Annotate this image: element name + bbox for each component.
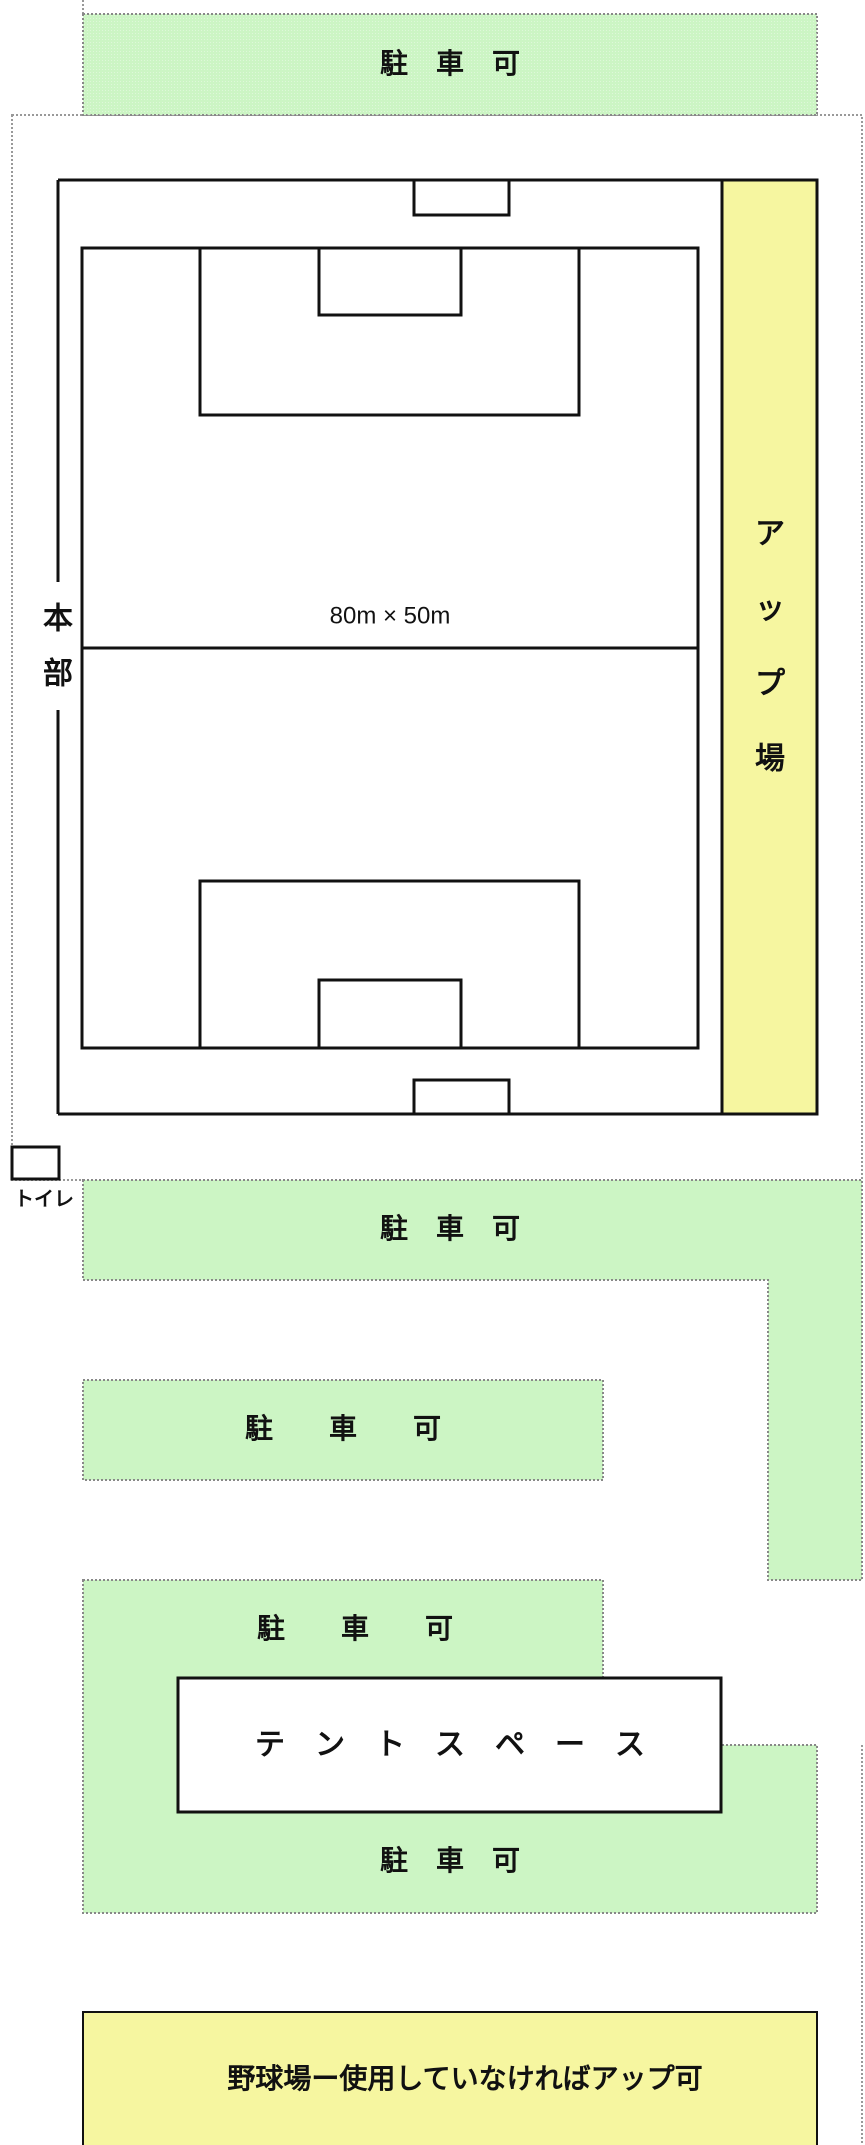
goal-area-bottom [317,978,463,1050]
headquarters-label-char: 本 [43,602,73,637]
parking-area-middle: 駐 車 可 [82,1179,863,1581]
goal-area-top [317,246,463,317]
soccer-pitch [80,246,700,1050]
parking-label-lower-bottom: 駐 車 可 [380,1844,520,1877]
warmup-label-char: 場 [755,742,785,777]
warmup-area: ア ッ プ 場 [720,178,819,1116]
parking-label-small: 駐 車 可 [245,1412,441,1445]
parking-label-top: 駐 車 可 [380,47,520,80]
warmup-label-char: ア [755,517,785,552]
headquarters-label-char: 部 [43,657,73,692]
toilet-label: トイレ [14,1187,74,1211]
penalty-area-bottom [198,879,581,1050]
goal-bottom [412,1078,511,1116]
toilet: トイレ [10,1145,74,1211]
warmup-label-char: ッ [755,592,785,627]
headquarters: 本 部 [43,602,73,692]
parking-label-middle: 駐 車 可 [380,1212,520,1245]
pitch-dimensions-label: 80m × 50m [330,602,451,629]
tent-space-label: テ ン ト ス ペ ー ス [255,1728,645,1763]
parking-area-top: 駐 車 可 [82,13,818,116]
baseball-field-note: 野球場ー使用していなければアップ可 [227,2062,702,2095]
field-outer-area [56,178,723,1116]
baseball-field-area: 野球場ー使用していなければアップ可 [82,2011,818,2145]
goal-top [412,178,511,217]
penalty-area-top [198,246,581,417]
tent-space: テ ン ト ス ペ ー ス [176,1676,723,1814]
parking-label-lower-upper: 駐 車 可 [257,1612,453,1645]
parking-area-small: 駐 車 可 [82,1379,604,1481]
warmup-label-char: プ [755,667,786,702]
